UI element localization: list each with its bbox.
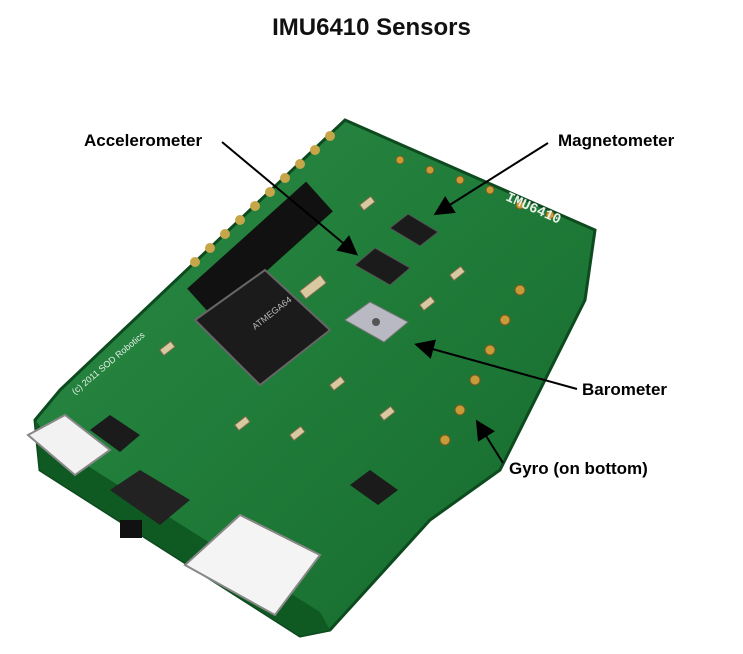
barometer-pointer — [414, 339, 578, 390]
magnetometer-pointer — [433, 142, 549, 216]
magnetometer-label: Magnetometer — [558, 131, 675, 150]
gyro-label: Gyro (on bottom) — [509, 459, 648, 478]
gyro-pointer — [475, 419, 504, 464]
connector-bottom — [183, 513, 322, 617]
accelerometer-pointer — [221, 141, 359, 256]
switch-knob — [120, 520, 142, 538]
accelerometer-chip — [354, 247, 411, 286]
microcontroller-chip: ATMEGA64 — [193, 268, 332, 387]
through-holes — [395, 155, 555, 446]
barometer-label: Barometer — [582, 380, 668, 399]
slide-switch — [110, 470, 190, 525]
header-pins — [187, 131, 335, 319]
regulator-chip — [90, 415, 140, 452]
barometer-sensor — [344, 301, 409, 343]
connector-left — [26, 413, 112, 477]
figure-title: IMU6410 Sensors — [272, 14, 471, 41]
magnetometer-chip — [389, 213, 439, 247]
passive-components — [158, 195, 466, 442]
accelerometer-label: Accelerometer — [84, 131, 203, 150]
lower-chip — [350, 470, 398, 505]
